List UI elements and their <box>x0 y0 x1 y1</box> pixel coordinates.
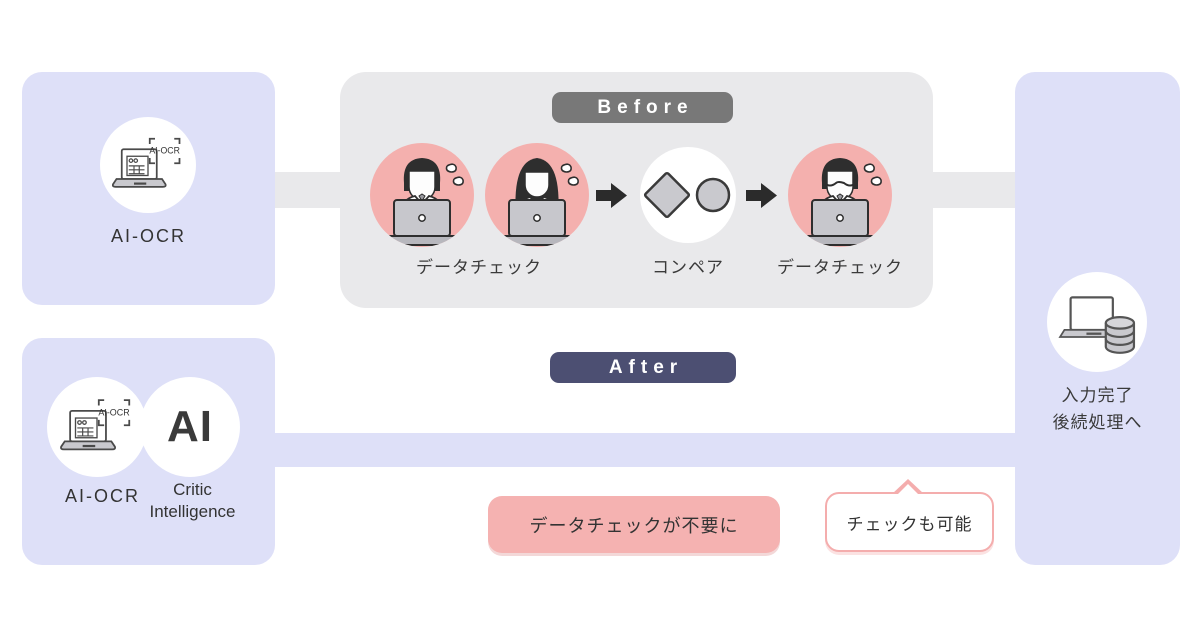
ai-ocr-label-2: AI-OCR <box>65 486 140 506</box>
ai-ocr-source-box: AI-OCR AI-OCR <box>22 72 275 305</box>
ai-ocr-laptop-icon: AI-OCR <box>111 137 181 188</box>
critic-line-1: Critic <box>173 480 212 499</box>
ai-ocr-icon-text: AI-OCR <box>149 146 180 156</box>
compare-label: コンペア <box>652 258 724 277</box>
after-connector-band <box>275 433 1015 467</box>
after-badge: After <box>550 352 736 383</box>
no-data-check-note: データチェックが不要に <box>488 496 780 553</box>
flow-arrow-icon <box>596 183 627 208</box>
before-badge: Before <box>552 92 733 123</box>
ai-ocr-icon-circle: AI-OCR <box>100 117 196 213</box>
critic-line-2: Intelligence <box>149 502 236 521</box>
diamond-circle-compare-icon <box>643 171 731 219</box>
worker-glasses-laptop-icon <box>788 143 892 247</box>
ai-badge-circle: AI <box>140 377 240 477</box>
ai-ocr-laptop-icon: AI-OCR <box>60 399 130 451</box>
ai-ocr-box-label: AI-OCR <box>111 226 186 246</box>
laptop-database-icon <box>1058 296 1136 354</box>
output-icon-circle <box>1047 272 1147 372</box>
bubble-tail-fill <box>895 484 921 497</box>
ai-badge-text: AI <box>167 402 213 451</box>
check-possible-bubble: チェックも可能 <box>825 479 994 552</box>
before-connector-right <box>933 172 1015 208</box>
output-label-line-1: 入力完了 <box>1061 386 1134 405</box>
output-box: 入力完了 後続処理へ <box>1015 72 1180 565</box>
worker-woman-laptop-icon <box>485 143 589 247</box>
ai-ocr-critic-box: AI-OCR AI AI-OCR Critic Intelligence <box>22 338 275 565</box>
output-label: 入力完了 後続処理へ <box>1015 382 1180 436</box>
critic-intelligence-label: Critic Intelligence <box>120 479 265 523</box>
ai-ocr-icon-circle-2: AI-OCR <box>47 377 147 477</box>
ai-ocr-icon-text: AI-OCR <box>98 407 130 417</box>
bubble-text: チェックも可能 <box>846 514 973 534</box>
data-check-label-1: データチェック <box>416 258 542 277</box>
output-label-line-2: 後続処理へ <box>1052 413 1143 432</box>
compare-icon-circle <box>640 147 736 243</box>
worker-man-laptop-icon <box>370 143 474 247</box>
flow-arrow-icon <box>746 183 777 208</box>
before-connector-left <box>275 172 340 208</box>
data-check-label-2: データチェック <box>777 258 903 277</box>
